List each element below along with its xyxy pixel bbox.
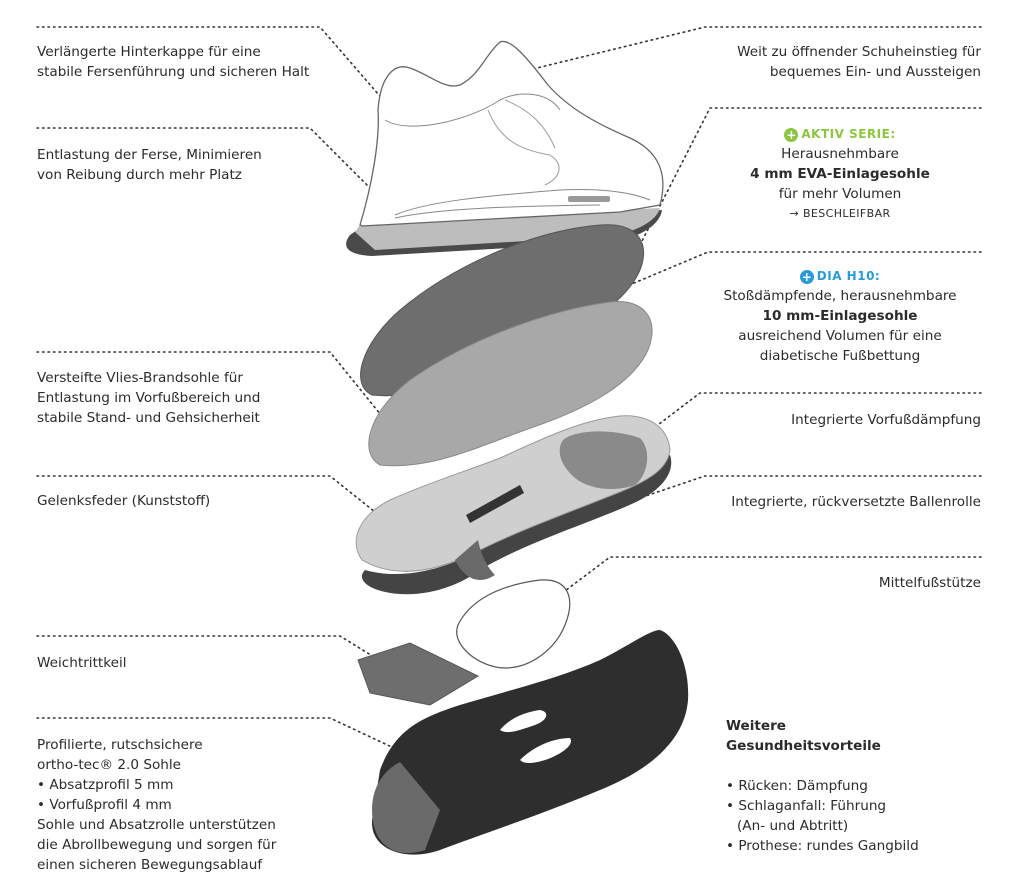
label-dia: +DIA H10: Stoßdämpfende, herausnehmbare … bbox=[720, 266, 960, 366]
label-line: Verlängerte Hinterkappe für eine bbox=[37, 44, 261, 60]
label-entry: Weit zu öffnender Schuheinstieg für bequ… bbox=[737, 42, 981, 82]
benefit-item: • Rücken: Dämpfung bbox=[726, 778, 868, 794]
label-shank: Gelenksfeder (Kunststoff) bbox=[37, 491, 210, 511]
leader-outsole bbox=[36, 717, 431, 766]
leader-heel-relief bbox=[36, 127, 373, 191]
aktiv-title: AKTIV SERIE: bbox=[801, 127, 896, 141]
shoe-upper bbox=[346, 40, 664, 256]
label-line: einen sicheren Bewegungsablauf bbox=[37, 857, 263, 873]
benefit-item: • Schlaganfall: Führung bbox=[726, 798, 887, 814]
label-line: Stoßdämpfende, herausnehmbare bbox=[723, 288, 957, 304]
label-line: für mehr Volumen bbox=[778, 186, 902, 202]
leader-entry bbox=[454, 26, 982, 89]
label-line: Sohle und Absatzrolle unterstützen bbox=[37, 817, 276, 833]
label-line: Weit zu öffnender Schuheinstieg für bbox=[737, 44, 981, 60]
label-line: Weichtrittkeil bbox=[37, 655, 127, 671]
leader-heel-counter bbox=[36, 26, 393, 111]
label-line: Herausnehmbare bbox=[781, 146, 899, 162]
soft-wedge bbox=[357, 642, 480, 706]
label-line: Gelenksfeder (Kunststoff) bbox=[37, 493, 211, 509]
label-heel-counter: Verlängerte Hinterkappe für eine stabile… bbox=[37, 42, 309, 82]
label-outsole: Profilierte, rutschsichere ortho-tec® 2.… bbox=[37, 735, 276, 875]
label-line: ausreichend Volumen für eine bbox=[738, 328, 942, 344]
plus-circle-icon: + bbox=[784, 128, 799, 142]
midfoot-support bbox=[456, 579, 571, 669]
label-line: 10 mm-Einlagesohle bbox=[762, 308, 918, 324]
label-line: Entlastung im Vorfußbereich und bbox=[37, 390, 261, 406]
label-insole-board: Versteifte Vlies-Brandsohle für Entlastu… bbox=[37, 368, 260, 428]
dia-insole bbox=[368, 301, 653, 467]
label-heel-relief: Entlastung der Ferse, Minimieren von Rei… bbox=[37, 145, 262, 185]
label-line: die Abrollbewegung und sorgen für bbox=[37, 837, 277, 853]
midsole-unit bbox=[355, 415, 672, 595]
label-soft-wedge: Weichtrittkeil bbox=[37, 653, 127, 673]
label-line: stabile Stand- und Gehsicherheit bbox=[37, 410, 260, 426]
label-line: → BESCHLEIFBAR bbox=[789, 207, 891, 220]
label-aktiv: +AKTIV SERIE: Herausnehmbare 4 mm EVA-Ei… bbox=[735, 124, 945, 224]
dia-title: DIA H10: bbox=[816, 269, 881, 283]
benefit-item: (An- und Abtritt) bbox=[737, 818, 849, 834]
outsole bbox=[371, 630, 689, 855]
label-line: bequemes Ein- und Aussteigen bbox=[769, 64, 981, 80]
label-benefits: Weitere Gesundheitsvorteile • Rücken: Dä… bbox=[726, 716, 919, 856]
leader-insole-board bbox=[36, 351, 386, 421]
label-forefoot-cushion: Integrierte Vorfußdämpfung bbox=[791, 410, 981, 430]
benefits-title: Weitere bbox=[726, 718, 787, 734]
label-line: stabile Fersenführung und sicheren Halt bbox=[37, 64, 310, 80]
label-line: Integrierte Vorfußdämpfung bbox=[791, 412, 981, 428]
label-line: diabetische Fußbettung bbox=[759, 348, 921, 364]
label-line: • Absatzprofil 5 mm bbox=[37, 777, 174, 793]
label-line: Versteifte Vlies-Brandsohle für bbox=[37, 370, 243, 386]
benefit-item: • Prothese: rundes Gangbild bbox=[726, 838, 919, 854]
leader-forefoot bbox=[604, 392, 982, 466]
label-ball-roll: Integrierte, rückversetzte Ballenrolle bbox=[731, 492, 981, 512]
label-line: Mittelfußstütze bbox=[878, 575, 981, 591]
label-line: von Reibung durch mehr Platz bbox=[37, 167, 242, 183]
label-midfoot-support: Mittelfußstütze bbox=[879, 573, 981, 593]
label-line: ortho-tec® 2.0 Sohle bbox=[37, 757, 182, 773]
label-line: • Vorfußprofil 4 mm bbox=[37, 797, 172, 813]
label-line: Integrierte, rückversetzte Ballenrolle bbox=[731, 494, 981, 510]
leader-aktiv bbox=[639, 107, 982, 246]
label-line: Profilierte, rutschsichere bbox=[37, 737, 203, 753]
label-line: Entlastung der Ferse, Minimieren bbox=[37, 147, 262, 163]
label-line: 4 mm EVA-Einlagesohle bbox=[750, 166, 930, 182]
plus-circle-icon: + bbox=[799, 270, 814, 284]
leader-shank bbox=[36, 475, 386, 521]
benefits-title: Gesundheitsvorteile bbox=[726, 738, 881, 754]
